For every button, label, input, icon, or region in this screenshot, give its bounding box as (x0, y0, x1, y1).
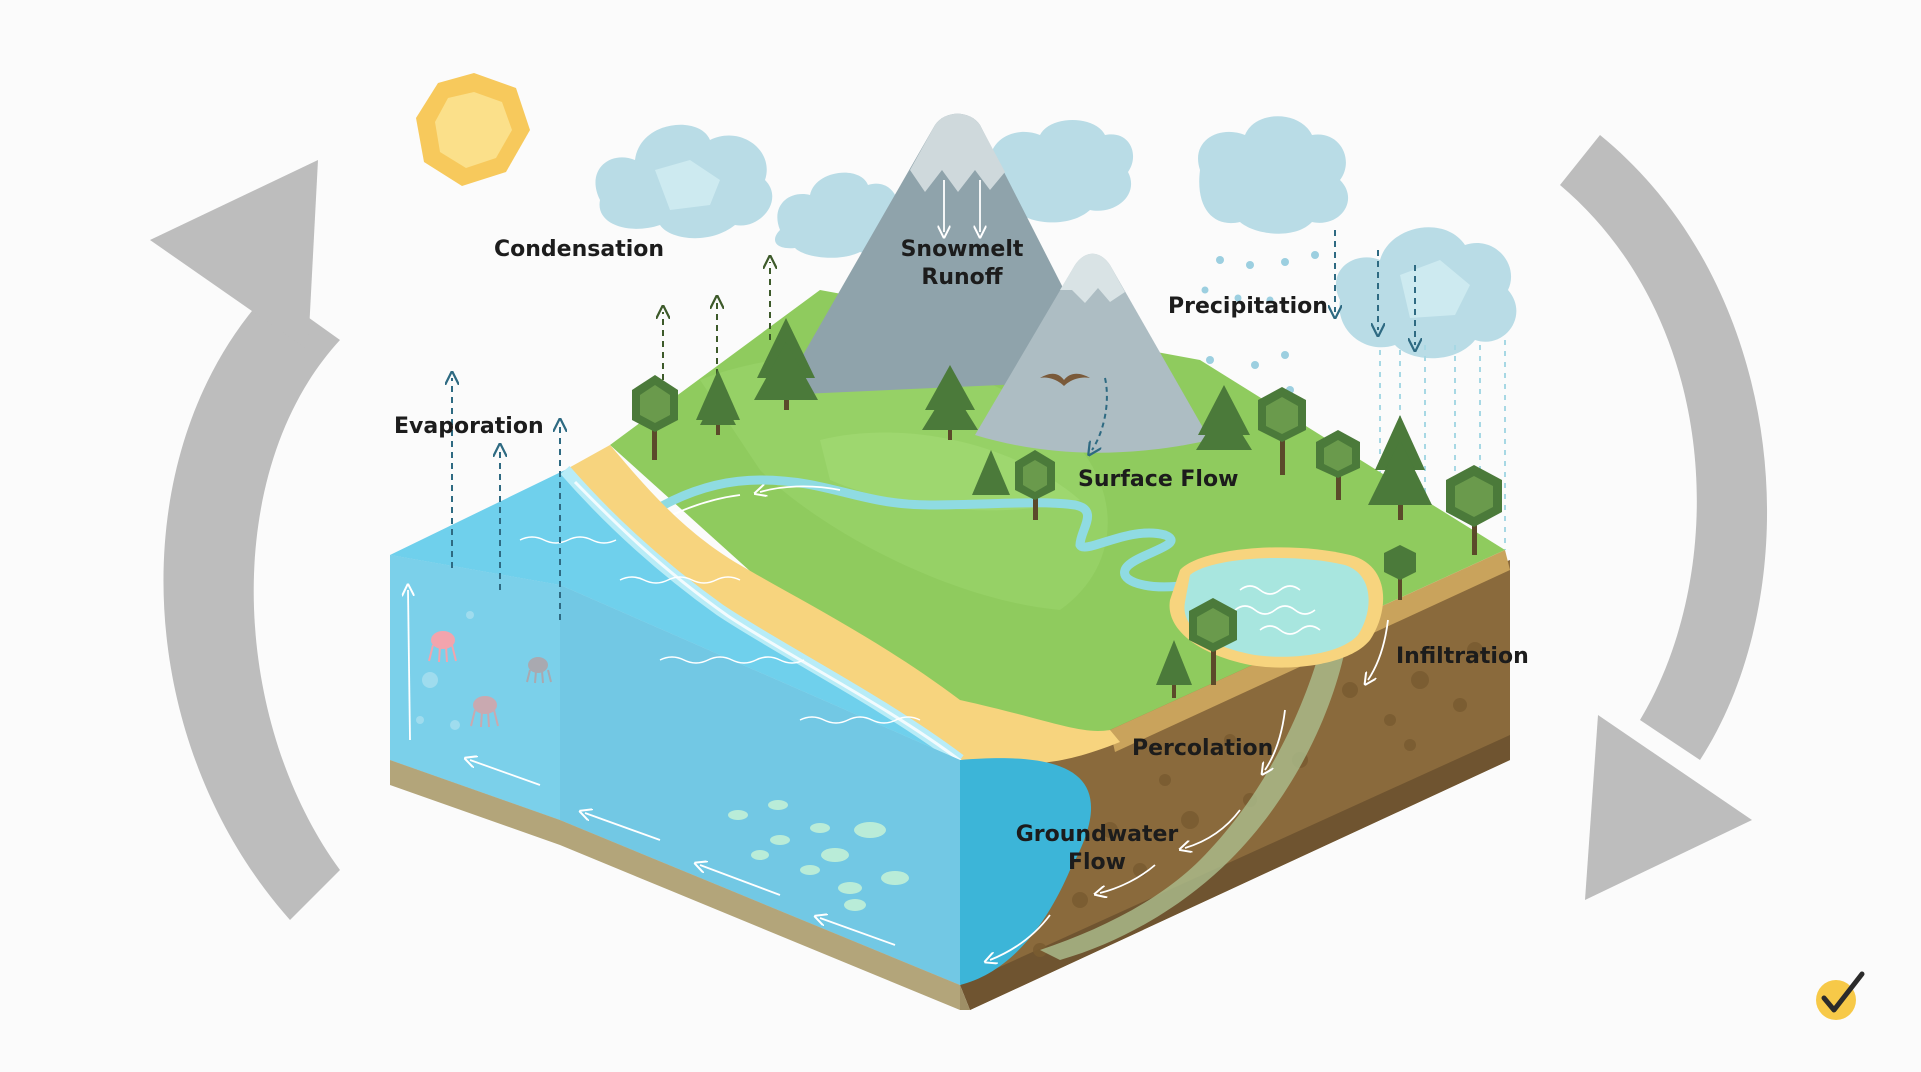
mountain-large (780, 113, 1110, 395)
cloud-right-rain (1335, 227, 1517, 359)
cloud-right-top (1198, 116, 1349, 234)
cycle-arrow-up-icon (150, 160, 340, 920)
label-condensation: Condensation (494, 237, 665, 262)
bird-icon (1040, 373, 1090, 386)
mountain-runoff-arrow (1092, 377, 1108, 450)
jellyfish-icons (428, 631, 552, 728)
cloud-left-small (775, 172, 899, 258)
snowmelt-arrows (944, 180, 980, 232)
checkmark-logo-icon (1816, 971, 1865, 1020)
label-surface-flow: Surface Flow (1078, 467, 1239, 492)
label-groundwater-flow-line2: Flow (1067, 850, 1126, 875)
label-snowmelt-runoff-line1: Snowmelt (900, 237, 1024, 262)
ocean-current-arrows (408, 590, 896, 946)
tree-icons (632, 318, 1502, 698)
bubbles (416, 611, 474, 730)
cloud-left (595, 124, 773, 239)
label-snowmelt-runoff: Snowmelt Runoff (892, 236, 1032, 292)
label-groundwater-flow: Groundwater Flow (1012, 821, 1182, 877)
label-percolation: Percolation (1132, 736, 1274, 761)
label-groundwater-flow-line1: Groundwater (1015, 822, 1179, 847)
sun-icon (416, 73, 530, 186)
cloud-behind-mountain (986, 120, 1134, 223)
precipitation-arrows (1335, 230, 1415, 345)
groundwater-arrows (990, 619, 1389, 960)
label-precipitation: Precipitation (1168, 294, 1328, 319)
transpiration-arrows (663, 262, 770, 380)
river (595, 475, 1190, 592)
mountain-small (975, 253, 1210, 453)
fish-school-icon (728, 800, 909, 911)
label-snowmelt-runoff-line2: Runoff (921, 265, 1003, 290)
beach (565, 445, 1120, 764)
cycle-arrow-down-icon (1560, 135, 1768, 900)
label-infiltration: Infiltration (1396, 644, 1529, 669)
river-flow-arrow (760, 486, 841, 492)
evaporation-arrows (452, 378, 560, 620)
label-evaporation: Evaporation (394, 414, 544, 439)
